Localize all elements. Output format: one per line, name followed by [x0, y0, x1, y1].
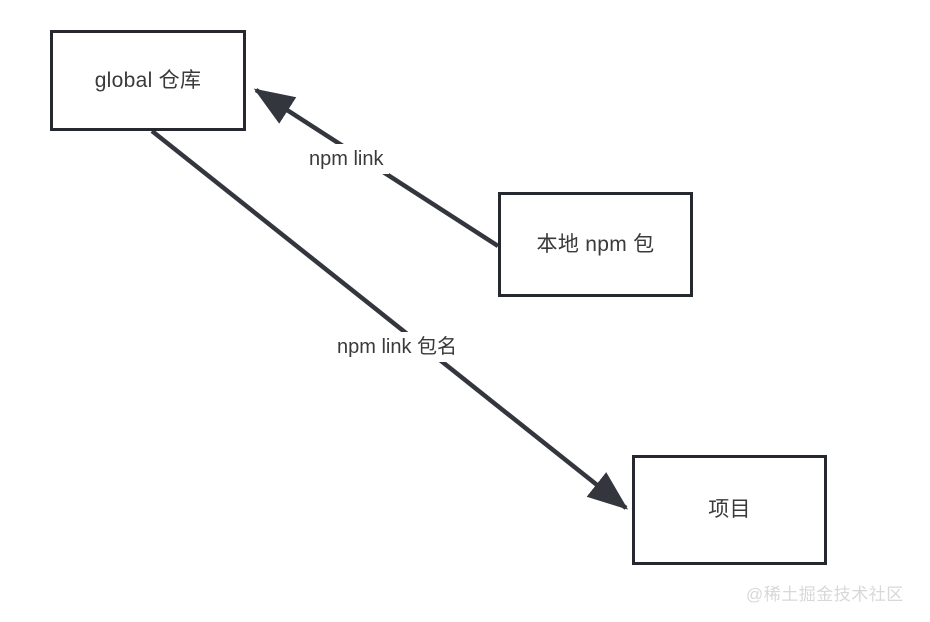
watermark: @稀土掘金技术社区: [746, 585, 904, 604]
edge-line-npm-link-name: [150, 129, 629, 510]
node-global-repository[interactable]: global 仓库: [50, 30, 246, 131]
edge-label-npm-link-package-name: npm link 包名: [331, 332, 464, 362]
node-global-repository-label: global 仓库: [94, 68, 202, 92]
node-local-npm-package[interactable]: 本地 npm 包: [498, 192, 693, 297]
node-local-npm-package-label: 本地 npm 包: [536, 232, 655, 256]
node-project[interactable]: 项目: [632, 455, 827, 565]
node-project-label: 项目: [708, 498, 751, 522]
edge-label-npm-link: npm link: [303, 144, 390, 174]
